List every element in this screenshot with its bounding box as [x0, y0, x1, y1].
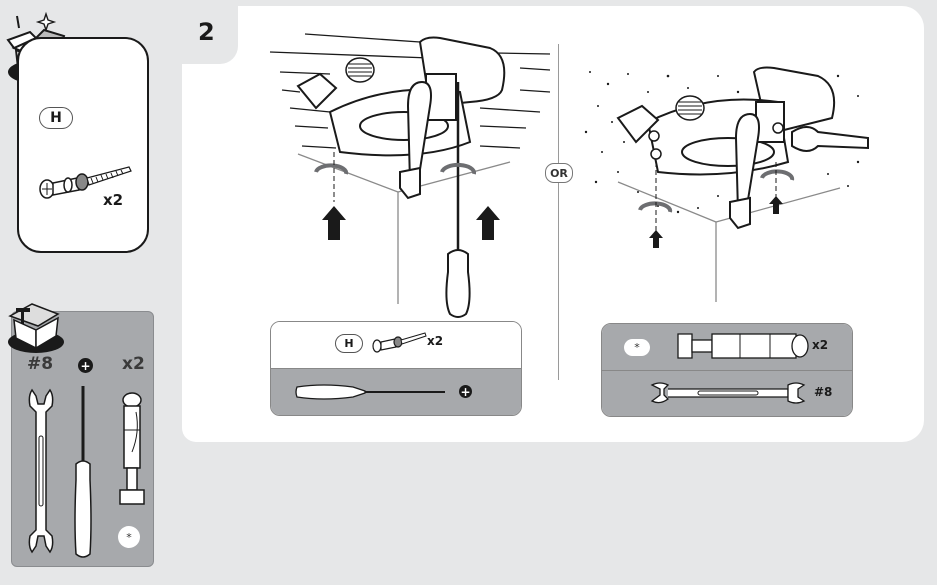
- screwdriver-icon: [68, 384, 98, 560]
- options-divider: [558, 44, 559, 380]
- part-quantity: x2: [427, 334, 444, 348]
- screw-anchor-icon: [33, 163, 137, 203]
- or-separator: OR: [545, 163, 573, 183]
- option-b-tools-row: #8: [602, 370, 852, 416]
- option-a-illustration: [269, 22, 560, 322]
- part-quantity: x2: [812, 338, 829, 352]
- wrench-size-label: #8: [814, 385, 833, 399]
- anchor-label-badge: *: [118, 526, 140, 548]
- option-a-parts-row: H x2: [271, 322, 521, 368]
- toolbox-icon: [4, 294, 64, 354]
- part-label-badge: H: [39, 107, 73, 129]
- screwdriver-icon: [293, 379, 453, 405]
- anchor-label-badge: *: [624, 339, 650, 356]
- option-a-legend: H x2 +: [270, 321, 522, 416]
- step-number: 2: [198, 18, 215, 46]
- part-label-badge: H: [335, 334, 363, 353]
- phillips-symbol: +: [78, 358, 93, 373]
- tools-card: #8 + x2 *: [11, 311, 154, 567]
- anchor-bolt-icon: [116, 392, 148, 512]
- parts-card: H x2: [17, 37, 149, 253]
- wrench-icon: [648, 379, 808, 407]
- option-b-legend: * x2 #8: [601, 323, 853, 417]
- screw-anchor-icon: [371, 330, 427, 354]
- wrench-icon: [26, 386, 56, 556]
- part-quantity: x2: [103, 191, 124, 209]
- wrench-size-label: #8: [27, 354, 54, 374]
- option-b-illustration: [578, 62, 869, 307]
- anchor-quantity-label: x2: [122, 354, 145, 374]
- phillips-symbol: +: [459, 384, 472, 399]
- anchor-bolt-icon: [674, 328, 814, 364]
- step-number-tab: [182, 6, 238, 64]
- option-b-parts-row: * x2: [602, 324, 852, 370]
- option-a-tools-row: +: [271, 368, 521, 415]
